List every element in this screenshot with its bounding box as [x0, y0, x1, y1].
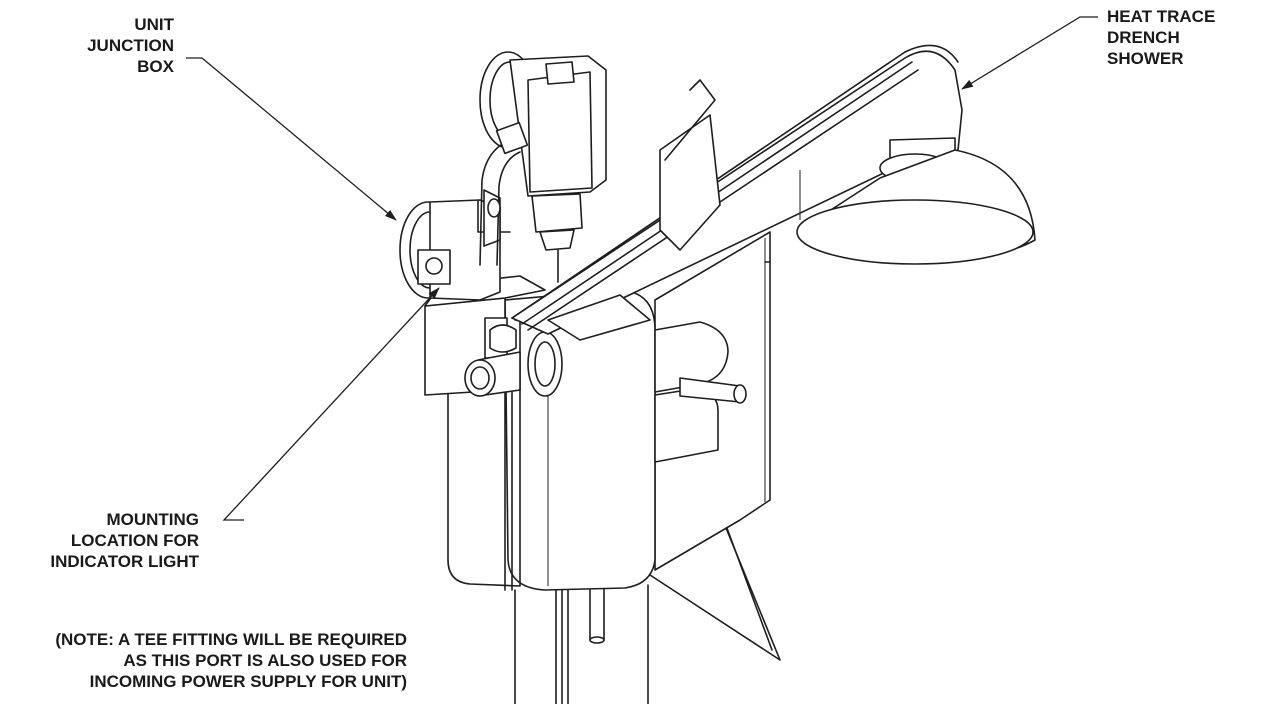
callout-line: (NOTE: A TEE FITTING WILL BE REQUIRED — [55, 630, 407, 649]
callout-line: INCOMING POWER SUPPLY FOR UNIT) — [89, 672, 407, 691]
callout-line: HEAT TRACE — [1107, 7, 1216, 26]
callout-line: BOX — [137, 57, 174, 76]
callout-mounting-location: MOUNTING LOCATION FOR INDICATOR LIGHT — [50, 509, 199, 572]
callout-unit-junction-box: UNIT JUNCTION BOX — [87, 14, 174, 77]
shower-head — [796, 137, 1036, 265]
callout-line: AS THIS PORT IS ALSO USED FOR — [123, 651, 407, 670]
callout-line: JUNCTION — [87, 36, 174, 55]
callout-line: DRENCH — [1107, 28, 1180, 47]
callout-line: INDICATOR LIGHT — [50, 552, 199, 571]
junction-box-assembly — [399, 51, 607, 301]
callout-note-tee-fitting: (NOTE: A TEE FITTING WILL BE REQUIRED AS… — [55, 629, 407, 692]
shower-arm — [511, 44, 963, 341]
callout-line: LOCATION FOR — [70, 531, 199, 550]
callout-line: SHOWER — [1107, 49, 1184, 68]
callout-leaders — [186, 16, 1098, 521]
callout-line: UNIT — [134, 15, 174, 34]
callout-line: MOUNTING — [106, 510, 199, 529]
callout-heat-trace-drench-shower: HEAT TRACE DRENCH SHOWER — [1107, 6, 1215, 69]
